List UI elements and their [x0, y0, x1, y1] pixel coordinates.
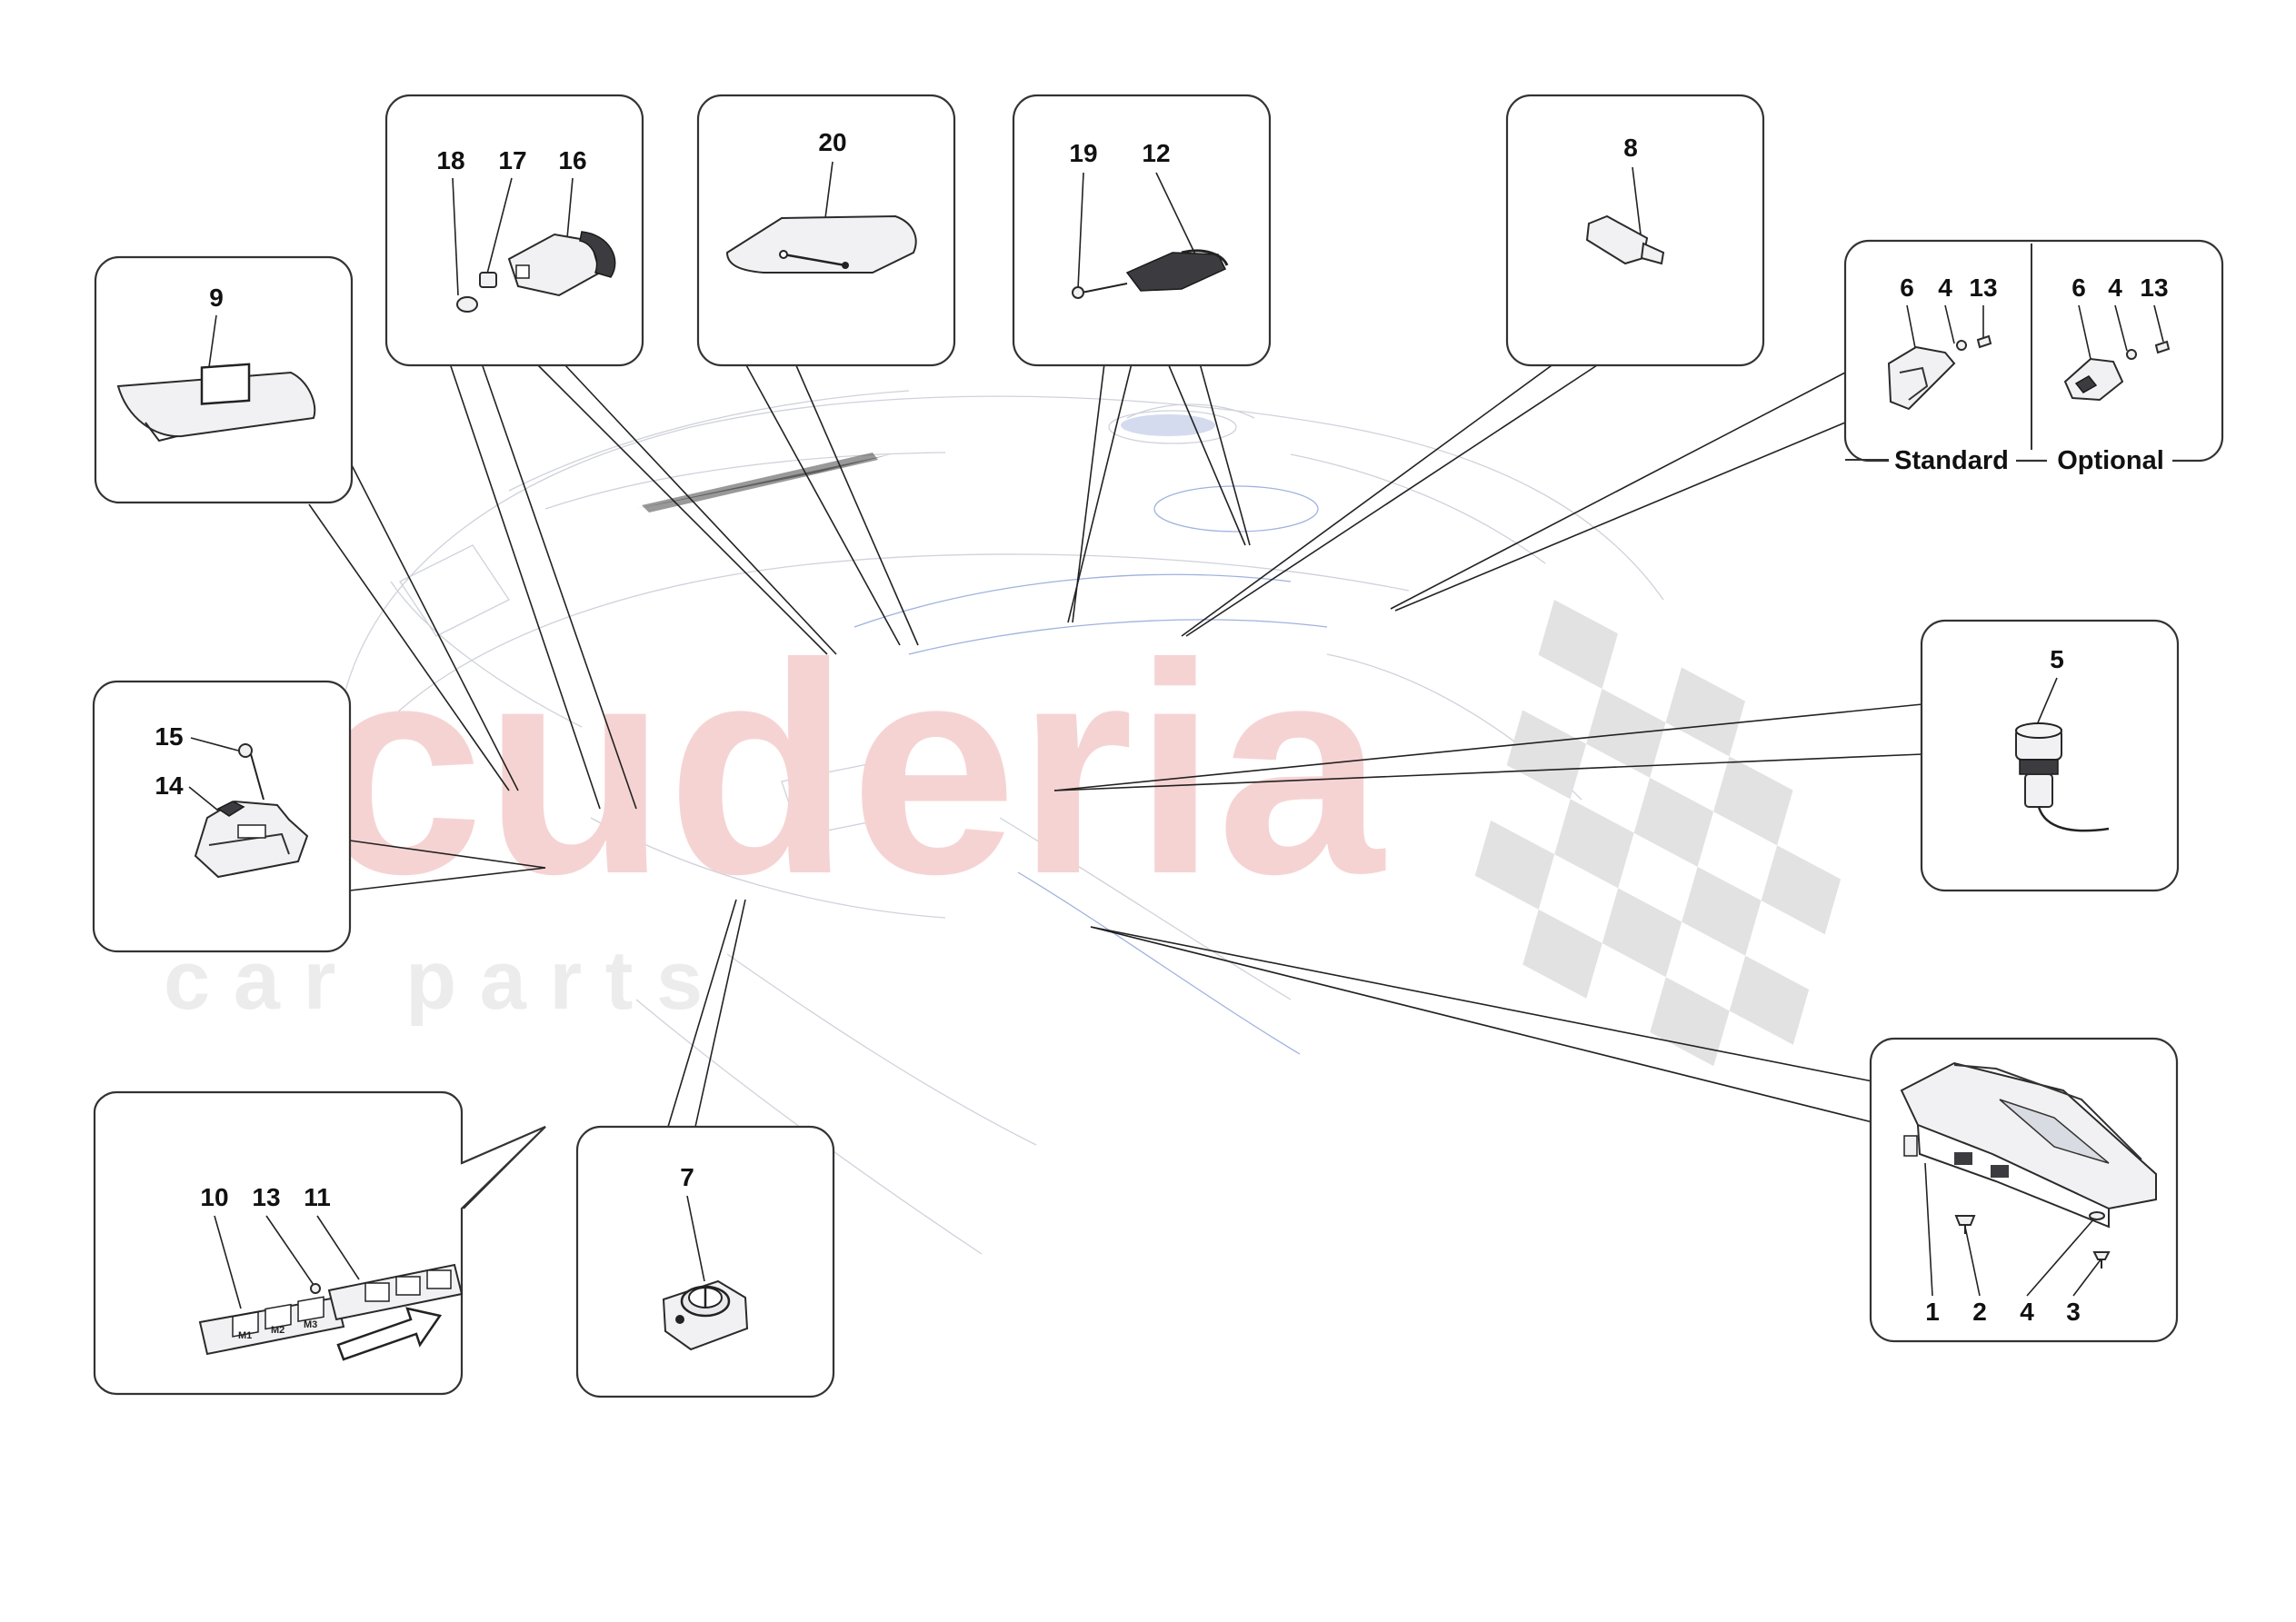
watermark-brand: scuderia	[150, 601, 1385, 936]
panel-parts-14-15: 15 14	[92, 680, 352, 953]
callout-6-optional: 6	[2071, 274, 2086, 302]
panel-parts-1-2-3-4: 1 2 4 3	[1869, 1037, 2179, 1343]
leader-lines	[308, 363, 1923, 1209]
part-5-power-outlet	[2015, 722, 2110, 832]
part-1-center-console-tray	[1900, 1061, 2157, 1229]
callout-12: 12	[1142, 139, 1170, 167]
panel-part-9: 9	[94, 255, 354, 504]
callout-14: 14	[155, 771, 184, 800]
callout-4-optional: 4	[2108, 274, 2122, 302]
panel-part-20: 20	[696, 94, 956, 367]
callout-17: 17	[498, 146, 526, 174]
callout-13-optional: 13	[2140, 274, 2168, 302]
callout-8: 8	[1623, 134, 1638, 162]
panel-parts-10-13-11: 10 13 11 M1 M2 M3	[93, 1090, 546, 1396]
button-m3: M3	[304, 1319, 317, 1330]
label-optional: Optional	[2057, 446, 2164, 475]
panel-parts-16-17-18: 18 17 16	[384, 94, 644, 367]
callout-13-standard: 13	[1969, 274, 1997, 302]
part-12-sensor-harness	[1072, 249, 1229, 299]
callout-1: 1	[1925, 1298, 1940, 1326]
part-15-screw	[238, 743, 265, 801]
callout-11: 11	[304, 1183, 331, 1211]
label-standard: Standard	[1894, 446, 2009, 475]
button-m2: M2	[271, 1325, 285, 1336]
callout-15: 15	[155, 722, 183, 751]
callout-19: 19	[1069, 139, 1097, 167]
callout-20: 20	[818, 128, 846, 156]
part-20-trim-cover	[725, 214, 917, 274]
part-6-standard-housing	[1887, 334, 1992, 411]
callout-18: 18	[436, 146, 464, 174]
panel-parts-6-4-13: 6 4 13 6 4 13 Standard Optional	[1843, 239, 2224, 476]
callout-13-switches: 13	[252, 1183, 280, 1211]
panel-parts-19-12: 19 12	[1012, 94, 1272, 367]
part-2-3-4-fasteners	[1954, 1211, 2111, 1269]
button-m1: M1	[238, 1330, 252, 1341]
callout-5: 5	[2050, 645, 2064, 673]
part-7-rotary-knob	[662, 1279, 749, 1351]
callout-4-standard: 4	[1938, 274, 1952, 302]
callout-16: 16	[558, 146, 586, 174]
callout-9: 9	[209, 284, 224, 312]
panel-part-7: 7	[575, 1125, 835, 1398]
callout-3: 3	[2066, 1298, 2081, 1326]
part-17-18-fasteners	[456, 272, 497, 313]
callout-4-console: 4	[2020, 1298, 2034, 1326]
callout-6-standard: 6	[1900, 274, 1914, 302]
part-11-seat-switch	[327, 1263, 464, 1321]
callout-10: 10	[200, 1183, 228, 1211]
panel-part-5: 5	[1920, 619, 2180, 892]
callout-2: 2	[1972, 1298, 1987, 1326]
part-6-optional-housing	[2063, 340, 2171, 402]
part-8-plug	[1585, 214, 1665, 265]
part-16-switch-unit	[507, 231, 616, 297]
panel-part-8: 8	[1505, 94, 1765, 367]
part-10-memory-switch: M1 M2 M3	[198, 1296, 345, 1356]
part-9-trim-cover	[116, 363, 316, 443]
direction-arrow-icon	[336, 1307, 443, 1361]
callout-7: 7	[680, 1163, 694, 1191]
watermark-checkered-flag	[1474, 600, 1842, 1067]
part-14-switch-panel	[194, 800, 309, 879]
